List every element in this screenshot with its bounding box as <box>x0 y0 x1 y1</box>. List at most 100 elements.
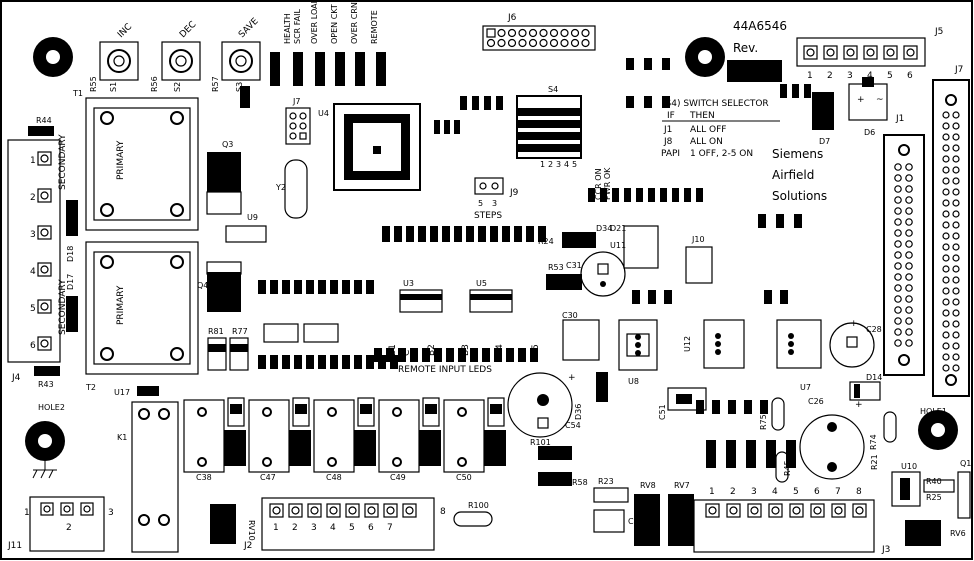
j3-pin-3 <box>747 503 762 518</box>
c30 <box>562 319 600 361</box>
r74 <box>883 411 897 443</box>
u10-label: U10 <box>901 462 917 471</box>
j11-connector: 1 2 3 J11 <box>7 496 114 552</box>
j5-pin-1-label: 1 <box>807 71 813 81</box>
button-inc-label: INC <box>116 22 134 40</box>
j11-label: J11 <box>7 541 22 551</box>
part-number: 44A6546 <box>733 19 787 33</box>
d36-label: D36 <box>574 404 583 420</box>
d18 <box>66 200 78 236</box>
j2-pin-6: 6 <box>364 503 379 533</box>
r53 <box>546 274 582 290</box>
r45-label: R45 <box>783 460 792 476</box>
s2-label: S2 <box>173 82 182 92</box>
c47-label: C47 <box>260 473 276 482</box>
switch-row-1-if: J1 <box>663 125 672 135</box>
j3-pin-6-num: 6 <box>814 487 820 497</box>
d17-label: D17 <box>66 274 75 290</box>
s4-pin-5: 5 <box>572 160 577 169</box>
s4-pin-2: 2 <box>548 160 553 169</box>
j3-pin-8 <box>852 503 867 518</box>
ccr-on-label: CCR ON <box>594 168 603 200</box>
j3-pin-7-num: 7 <box>835 487 841 497</box>
u17 <box>137 386 159 396</box>
d36 <box>596 372 608 402</box>
c48-label: C48 <box>326 473 342 482</box>
button-dec[interactable]: DEC S2 R56 <box>150 20 201 92</box>
j8-label: J7 <box>954 65 963 75</box>
led-b2: B2 <box>427 344 437 356</box>
status-remote: REMOTE <box>370 10 379 44</box>
svg-text:~: ~ <box>876 95 884 105</box>
r44-label: R44 <box>36 116 52 125</box>
rv7-label: RV7 <box>674 481 690 490</box>
k1-label: K1 <box>117 433 127 442</box>
s4-pin-4: 4 <box>564 160 569 169</box>
status-over-load: OVER LOAD <box>310 0 319 44</box>
rv6 <box>905 520 941 546</box>
d14 <box>849 381 881 401</box>
rv3-label: RV3 <box>354 437 370 446</box>
j4-pin-4-label: 4 <box>30 267 36 277</box>
rv10 <box>210 504 236 544</box>
j4-pin-2-label: 2 <box>30 193 36 203</box>
r43 <box>34 366 60 376</box>
r24 <box>562 232 596 248</box>
svg-text:+: + <box>568 373 576 383</box>
transformer-upper: SECONDARY PRIMARY <box>58 97 199 231</box>
status-health: HEALTH <box>283 13 292 44</box>
j4-pin-3: 3 <box>30 225 52 240</box>
u9-chip <box>225 225 267 243</box>
j2-pin-1-label: 1 <box>273 523 279 533</box>
u12-regulator: U12 <box>683 319 745 369</box>
s4-pin-1: 1 <box>540 160 545 169</box>
s4-switch: S4 1 2 3 4 5 <box>516 85 582 169</box>
c25 <box>593 509 625 533</box>
r81 <box>207 337 227 371</box>
rv3: RV3 <box>313 397 376 473</box>
t2-label: T2 <box>85 383 96 392</box>
u11 <box>623 225 659 269</box>
q3-label: Q3 <box>222 140 233 149</box>
rv8-label: RV8 <box>640 481 656 490</box>
u7-regulator: U7 <box>776 319 822 392</box>
button-inc[interactable]: INC S1 R55 <box>89 22 139 92</box>
company-line-3: Solutions <box>772 189 827 203</box>
r55-label: R55 <box>89 76 98 92</box>
switch-title: (S4) SWITCH SELECTOR <box>662 99 769 109</box>
r23-label: R23 <box>598 477 614 486</box>
status-over-crnt: OVER CRNT <box>350 0 359 44</box>
j6-header: J6 <box>482 13 596 51</box>
c50-label: C50 <box>456 473 472 482</box>
j3-pin-5 <box>789 503 804 518</box>
j5-pin-5: 5 <box>883 45 898 81</box>
button-save[interactable]: SAVE S3 R57 <box>211 16 261 92</box>
r58-label: R58 <box>572 478 588 487</box>
c31-label: C31 <box>566 261 582 270</box>
r100 <box>453 511 493 527</box>
u3-chip <box>399 289 443 313</box>
j10-label: J10 <box>691 235 705 244</box>
r56-label: R56 <box>150 76 159 92</box>
j3-pin-4 <box>768 503 783 518</box>
j2-pin-8 <box>402 503 417 518</box>
j3-pin-2-num: 2 <box>730 487 736 497</box>
mount-hole-t1: T1 <box>33 37 83 98</box>
r81-label: R81 <box>208 327 224 336</box>
r44 <box>28 126 54 136</box>
c54-label: C54 <box>565 421 581 430</box>
c28-label: C28 <box>866 325 882 334</box>
j3-pin-6 <box>810 503 825 518</box>
j9-steps: J9 5 3 STEPS <box>474 177 519 221</box>
j3-pin-2 <box>726 503 741 518</box>
u7-label: U7 <box>800 383 811 392</box>
rv1-label: RV1 <box>224 437 240 446</box>
u1-chip <box>263 323 299 343</box>
r100-label: R100 <box>468 501 489 510</box>
r57-label: R57 <box>211 76 220 92</box>
j3-pin-1-num: 1 <box>709 487 715 497</box>
j5-pin-3-label: 3 <box>847 71 853 81</box>
pwr-ok-label: PWR OK <box>603 167 612 200</box>
